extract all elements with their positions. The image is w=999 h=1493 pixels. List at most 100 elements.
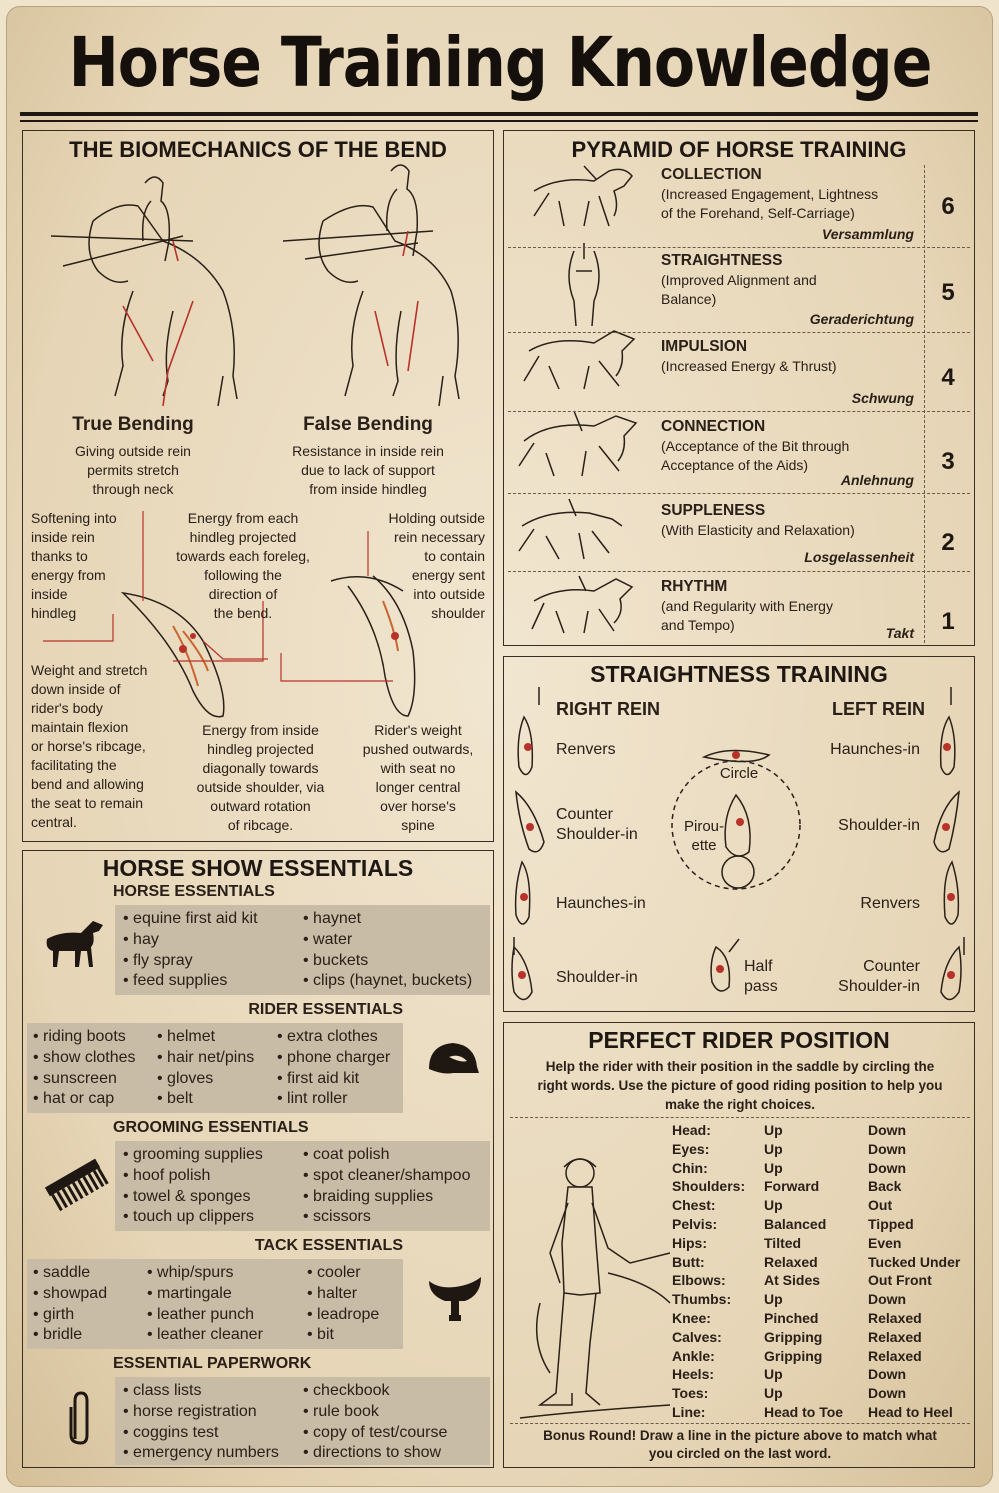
- choice-option[interactable]: Relaxed: [868, 1328, 922, 1345]
- saddle-icon: [429, 1277, 481, 1321]
- horse-list-b: haynetwaterbucketsclips (haynet, buckets…: [303, 909, 472, 992]
- choice-option[interactable]: Up: [764, 1197, 783, 1214]
- false-desc-line: due to lack of support: [301, 462, 435, 478]
- choice-option[interactable]: Up: [764, 1366, 783, 1383]
- level-name: SUPPLENESS: [661, 502, 766, 519]
- level-german: Versammlung: [821, 226, 914, 242]
- level-desc: (Increased Energy & Thrust): [661, 357, 837, 376]
- intro-line: Help the rider with their position in th…: [545, 1059, 935, 1074]
- false-bending-desc: Resistance in inside rein due to lack of…: [263, 442, 473, 499]
- list-item: haynet: [303, 909, 472, 930]
- choice-option[interactable]: Up: [764, 1385, 783, 1402]
- note-line: pushed outwards,: [362, 741, 474, 757]
- level-desc: (and Regularity with Energy and Tempo): [661, 597, 833, 635]
- level-name: STRAIGHTNESS: [661, 252, 783, 269]
- note-holding: Holding outside rein necessary to contai…: [353, 509, 485, 623]
- right-renvers: Renvers: [556, 741, 616, 758]
- choice-option[interactable]: Gripping: [764, 1328, 823, 1345]
- true-desc-line: permits stretch: [87, 462, 179, 478]
- note-line: of ribcage.: [227, 817, 294, 833]
- list-item: phone charger: [277, 1048, 390, 1069]
- desc-line: (Increased Engagement, Lightness: [661, 186, 879, 202]
- label-line: pass: [744, 978, 778, 995]
- list-item: first aid kit: [277, 1069, 390, 1090]
- choice-option[interactable]: Head to Heel: [868, 1403, 953, 1420]
- body-part: Chest:: [672, 1197, 716, 1214]
- list-item: water: [303, 930, 472, 951]
- intro-line: make the right choices.: [664, 1097, 816, 1112]
- pirouette-label: Pirou-ette: [676, 817, 732, 855]
- desc-line: and Tempo): [661, 617, 735, 633]
- show-heading: HORSE SHOW ESSENTIALS: [102, 855, 414, 881]
- level-divider: [508, 571, 970, 572]
- choice-option[interactable]: Head to Toe: [764, 1403, 844, 1420]
- choice-option[interactable]: Out Front: [868, 1272, 932, 1289]
- note-line: direction of: [208, 586, 278, 602]
- choice-option[interactable]: Up: [764, 1291, 783, 1308]
- choice-option[interactable]: Down: [868, 1385, 907, 1402]
- choice-option[interactable]: Down: [868, 1366, 907, 1383]
- choice-option[interactable]: Gripping: [764, 1347, 823, 1364]
- note-line: maintain flexion: [31, 719, 129, 735]
- choice-option[interactable]: Up: [764, 1140, 783, 1157]
- level-german: Schwung: [851, 390, 914, 406]
- note-line: diagonally towards: [202, 760, 319, 776]
- note-line: the bend.: [213, 605, 273, 621]
- body-part: Elbows:: [672, 1272, 726, 1289]
- choice-option[interactable]: Balanced: [764, 1215, 827, 1232]
- choice-option[interactable]: Down: [868, 1291, 907, 1308]
- choice-option[interactable]: Relaxed: [868, 1347, 922, 1364]
- paperclip-icon: [69, 1391, 89, 1445]
- body-part-list: Head:Eyes:Chin:Shoulders: Chest:Pelvis:H…: [672, 1121, 752, 1422]
- choice-option[interactable]: Down: [868, 1140, 907, 1157]
- list-item: horse registration: [123, 1402, 279, 1423]
- bend-heading: THE BIOMECHANICS OF THE BEND: [69, 137, 447, 162]
- list-item: leadrope: [307, 1305, 379, 1326]
- note-line: towards each foreleg,: [176, 548, 310, 564]
- list-item: copy of test/course: [303, 1423, 447, 1444]
- level-german: Anlehnung: [840, 472, 914, 488]
- choice-option[interactable]: Forward: [764, 1178, 820, 1195]
- level-number: 1: [941, 608, 955, 635]
- list-item: rule book: [303, 1402, 447, 1423]
- choice-option[interactable]: Tilted: [764, 1234, 802, 1251]
- level-desc: (With Elasticity and Relaxation): [661, 521, 855, 540]
- choice-option[interactable]: Pinched: [764, 1309, 819, 1326]
- helmet-icon: [429, 1043, 479, 1074]
- choice-option[interactable]: Back: [868, 1178, 902, 1195]
- note-line: thanks to: [31, 548, 88, 564]
- list-item: touch up clippers: [123, 1207, 263, 1228]
- choice-option[interactable]: Up: [764, 1122, 783, 1138]
- body-part: Knee:: [672, 1309, 711, 1326]
- position-intro: Help the rider with their position in th…: [514, 1057, 966, 1114]
- desc-line: (Increased Energy & Thrust): [661, 358, 837, 374]
- choice-option[interactable]: Even: [868, 1234, 902, 1251]
- intro-line: right words. Use the picture of good rid…: [537, 1078, 943, 1093]
- rider-illustration: [519, 1158, 671, 1419]
- level-german: Takt: [885, 625, 914, 641]
- choice-option[interactable]: Relaxed: [868, 1309, 922, 1326]
- false-desc-line: Resistance in inside rein: [292, 443, 444, 459]
- body-part: Shoulders:: [672, 1178, 746, 1195]
- intro-divider: [510, 1117, 970, 1118]
- desc-line: Acceptance of the Aids): [661, 457, 809, 473]
- choice-option[interactable]: Down: [868, 1122, 907, 1138]
- choice-option[interactable]: Relaxed: [764, 1253, 818, 1270]
- choice-option[interactable]: Tipped: [868, 1215, 914, 1232]
- choice-option[interactable]: At Sides: [764, 1272, 821, 1289]
- choice-option[interactable]: Up: [764, 1159, 783, 1176]
- desc-line: (With Elasticity and Relaxation): [661, 522, 855, 538]
- body-part: Eyes:: [672, 1140, 710, 1157]
- choice-option[interactable]: Tucked Under: [868, 1253, 961, 1270]
- tack-list-b: whip/spursmartingaleleather punchleather…: [147, 1263, 263, 1346]
- choice-option[interactable]: Out: [868, 1197, 893, 1214]
- note-line: outside shoulder, via: [196, 779, 325, 795]
- list-item: scissors: [303, 1207, 470, 1228]
- list-item: halter: [307, 1284, 379, 1305]
- level-name: IMPULSION: [661, 338, 748, 355]
- desc-line: (and Regularity with Energy: [661, 598, 833, 614]
- note-line: the seat to remain: [31, 795, 144, 811]
- label-line: Shoulder-in: [556, 826, 638, 843]
- choice-option[interactable]: Down: [868, 1159, 907, 1176]
- note-line: hindleg projected: [207, 741, 314, 757]
